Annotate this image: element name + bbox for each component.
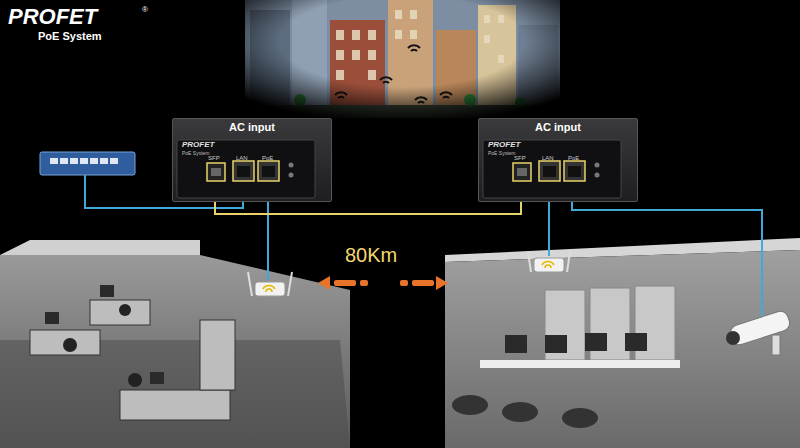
node-heading: AC input	[173, 119, 331, 136]
device-subtitle: PoE System	[182, 151, 210, 156]
device-logo: PROFET	[182, 141, 214, 149]
ip-camera	[726, 309, 792, 355]
poe-injector: AC input	[172, 118, 332, 202]
city-illustration	[245, 0, 560, 118]
port-label: PoE	[568, 155, 579, 161]
right-room	[445, 238, 800, 448]
registered-mark: ®	[142, 6, 148, 14]
access-point	[248, 252, 570, 296]
fiber-link	[215, 202, 521, 214]
left-room	[0, 240, 350, 448]
device-subtitle: PoE System	[488, 151, 516, 156]
brand-logo: PROFET	[8, 6, 97, 28]
poe-injector: AC input	[478, 118, 638, 202]
port-label: LAN	[236, 155, 248, 161]
port-label: SFP	[514, 155, 526, 161]
network-switch	[40, 152, 135, 175]
port-label: LAN	[542, 155, 554, 161]
distance-label: 80Km	[345, 245, 397, 265]
brand-subtitle: PoE System	[38, 31, 102, 42]
device-logo: PROFET	[488, 141, 520, 149]
port-label: SFP	[208, 155, 220, 161]
node-heading: AC input	[479, 119, 637, 136]
distance-arrow	[318, 276, 448, 290]
port-label: PoE	[262, 155, 273, 161]
